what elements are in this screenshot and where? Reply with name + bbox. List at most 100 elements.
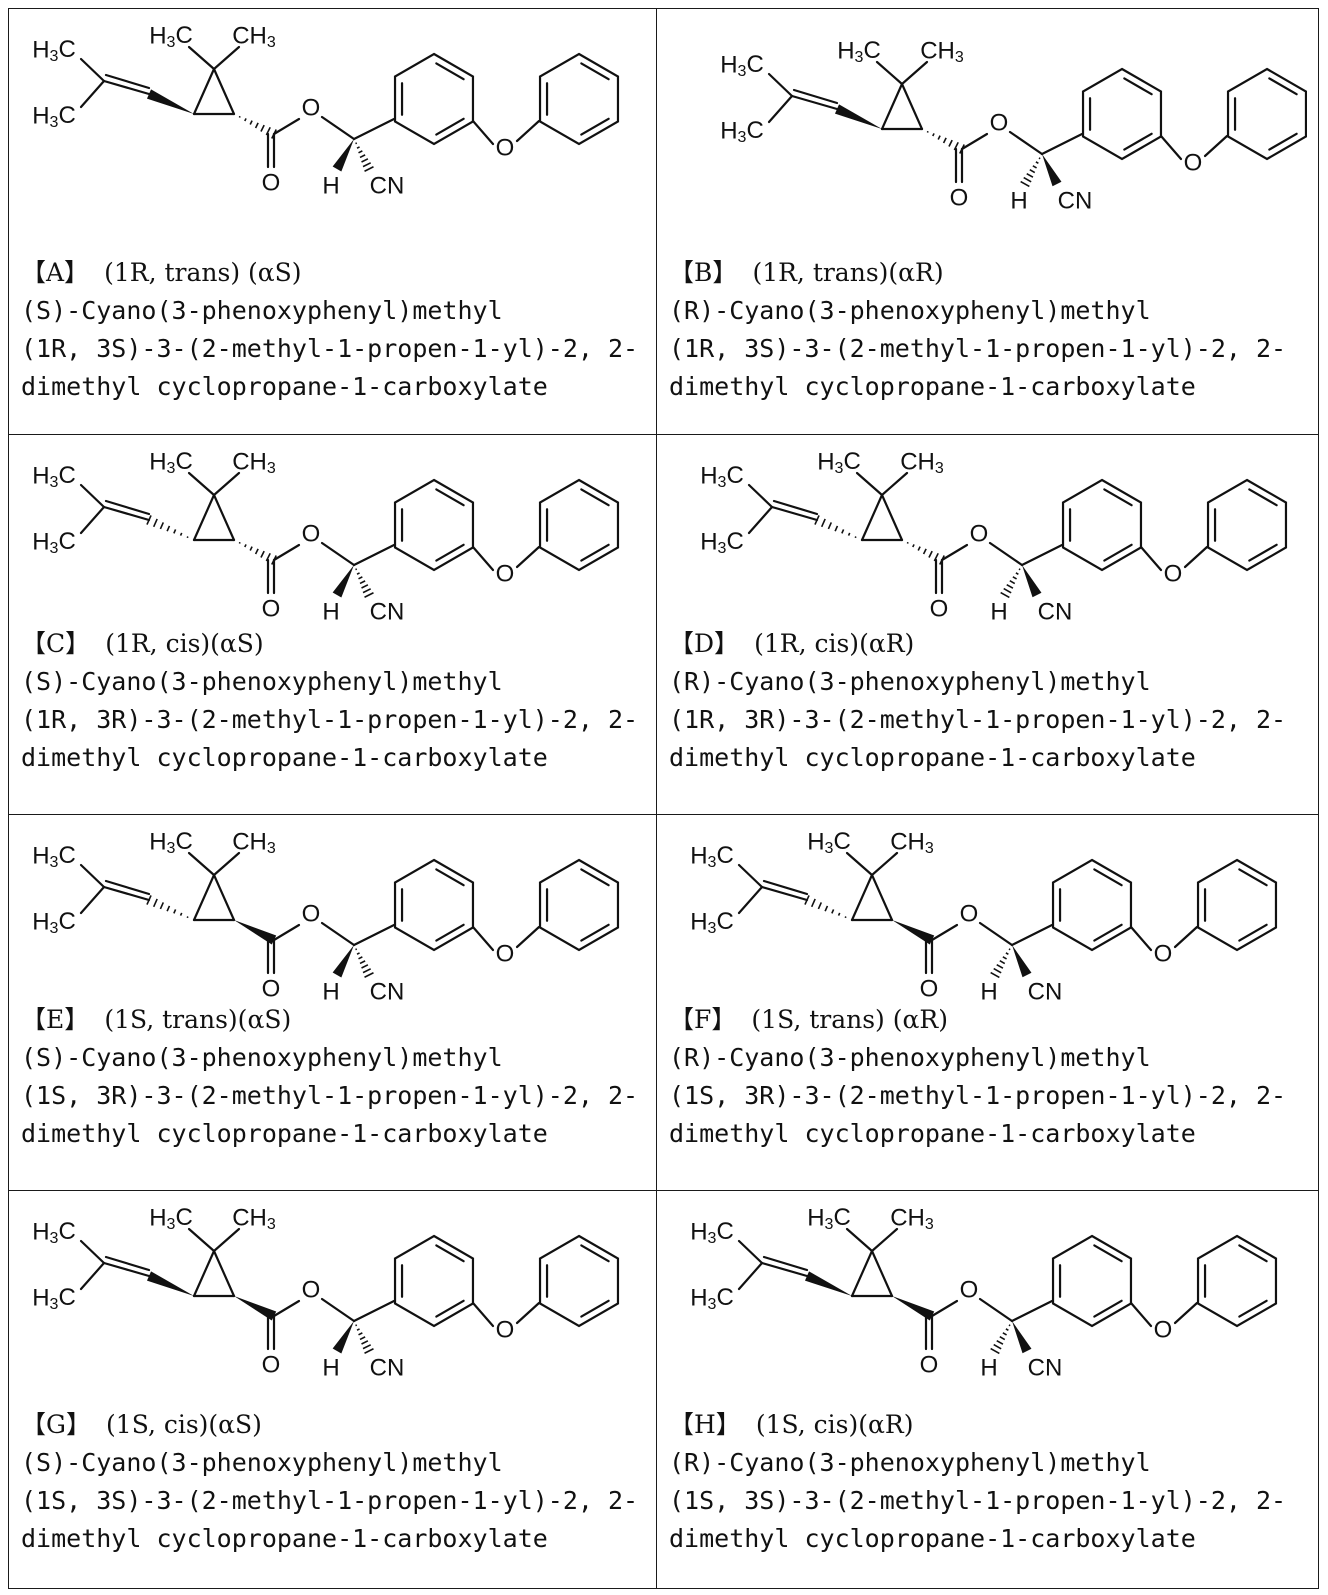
ether-oxygen-label: O bbox=[1184, 149, 1203, 176]
aromatic-double-bond bbox=[580, 117, 610, 136]
aromatic-double-bond bbox=[1093, 1299, 1123, 1318]
ether-oxygen-label: O bbox=[1154, 1316, 1173, 1343]
alpha-hydrogen-label: H bbox=[322, 978, 339, 1005]
bond bbox=[767, 94, 794, 124]
bond bbox=[790, 94, 839, 111]
acid-name-e: (1S, 3R)-3-(2-methyl-1-propen-1-yl)-2, 2… bbox=[21, 1081, 639, 1110]
methyl-label: H3C bbox=[32, 1284, 76, 1313]
ether-oxygen-label: O bbox=[496, 134, 515, 161]
ester-oxygen-label: O bbox=[960, 1276, 979, 1303]
methyl-label: H3C bbox=[32, 1218, 76, 1247]
wedge-bond bbox=[332, 1321, 354, 1354]
hash-bond bbox=[990, 1324, 1011, 1355]
bond bbox=[988, 541, 1024, 567]
acid-name-c: (1R, 3R)-3-(2-methyl-1-propen-1-yl)-2, 2… bbox=[21, 705, 639, 734]
bond bbox=[272, 543, 301, 562]
acid-name-cont-e: dimethyl cyclopropane-1-carboxylate bbox=[21, 1119, 548, 1148]
bond bbox=[760, 1261, 809, 1278]
aromatic-double-bond bbox=[1238, 868, 1268, 887]
bond bbox=[900, 60, 929, 86]
methyl-label: CH3 bbox=[900, 448, 944, 477]
wedge-bond bbox=[234, 920, 277, 945]
acid-name-cont-c: dimethyl cyclopropane-1-carboxylate bbox=[21, 743, 548, 772]
bond bbox=[471, 545, 495, 572]
bond bbox=[79, 1239, 106, 1265]
methyl-label: CH3 bbox=[890, 1204, 934, 1233]
bond bbox=[845, 851, 874, 877]
bond bbox=[855, 471, 884, 497]
bond bbox=[79, 1261, 106, 1291]
ester-oxygen-label: O bbox=[302, 94, 321, 121]
ester-name-a: (S)-Cyano(3-phenoxyphenyl)methyl bbox=[21, 296, 503, 325]
aromatic-double-bond bbox=[1248, 543, 1278, 562]
config-label-b: 【B】 (1R, trans)(αR) bbox=[669, 258, 944, 287]
alkene-double-bond bbox=[104, 73, 151, 90]
bond bbox=[737, 863, 764, 889]
bond bbox=[747, 505, 774, 535]
bond bbox=[880, 471, 909, 497]
hash-bond bbox=[926, 130, 965, 154]
caption-e: 【E】 (1S, trans)(αS) (S)-Cyano(3-phenoxyp… bbox=[21, 1001, 652, 1153]
nitrile-label: CN bbox=[370, 598, 405, 625]
nitrile-label: CN bbox=[1028, 978, 1063, 1005]
hash-bond bbox=[1000, 568, 1021, 599]
aromatic-double-bond bbox=[435, 923, 465, 942]
bond bbox=[870, 1227, 899, 1253]
hash-bond bbox=[355, 1324, 374, 1354]
bond bbox=[272, 923, 301, 942]
bond bbox=[515, 545, 541, 569]
bond bbox=[880, 493, 904, 542]
methyl-label: H3C bbox=[690, 1218, 734, 1247]
alkene-double-bond bbox=[772, 499, 819, 516]
bond bbox=[1020, 543, 1064, 567]
methyl-label: H3C bbox=[817, 448, 861, 477]
methyl-label: H3C bbox=[700, 462, 744, 491]
ester-oxygen-label: O bbox=[960, 900, 979, 927]
aromatic-double-bond bbox=[1093, 1244, 1123, 1263]
bond bbox=[1129, 925, 1153, 952]
acid-name-d: (1R, 3R)-3-(2-methyl-1-propen-1-yl)-2, 2… bbox=[669, 705, 1287, 734]
aromatic-double-bond bbox=[435, 117, 465, 136]
hash-bond bbox=[814, 515, 857, 539]
acid-name-cont-b: dimethyl cyclopropane-1-carboxylate bbox=[669, 372, 1196, 401]
bond bbox=[870, 1249, 894, 1298]
phenoxy-ring bbox=[1051, 858, 1133, 952]
ester-name-g: (S)-Cyano(3-phenoxyphenyl)methyl bbox=[21, 1448, 503, 1477]
methyl-label: H3C bbox=[32, 528, 76, 557]
aromatic-double-bond bbox=[1103, 543, 1133, 562]
phenoxy-ring bbox=[1051, 1234, 1133, 1328]
carbonyl-oxygen-label: O bbox=[262, 975, 281, 1002]
nitrile-label: CN bbox=[370, 172, 405, 199]
bond bbox=[770, 505, 819, 522]
bond bbox=[1173, 925, 1199, 949]
bond bbox=[187, 471, 216, 497]
bond bbox=[471, 119, 495, 146]
bond bbox=[320, 921, 356, 947]
ester-name-f: (R)-Cyano(3-phenoxyphenyl)methyl bbox=[669, 1043, 1151, 1072]
aromatic-double-bond bbox=[1238, 1244, 1268, 1263]
bond bbox=[192, 493, 216, 542]
bond bbox=[212, 851, 241, 877]
bond bbox=[960, 132, 989, 151]
alpha-hydrogen-label: H bbox=[980, 1354, 997, 1381]
bond bbox=[930, 1299, 959, 1318]
acid-name-h: (1S, 3S)-3-(2-methyl-1-propen-1-yl)-2, 2… bbox=[669, 1486, 1287, 1515]
hash-bond bbox=[355, 948, 374, 978]
bond bbox=[352, 1299, 396, 1323]
bond bbox=[187, 45, 216, 71]
wedge-bond bbox=[234, 1296, 277, 1321]
bond bbox=[1139, 545, 1163, 572]
methyl-label: H3C bbox=[149, 1204, 193, 1233]
caption-f: 【F】 (1S, trans) (αR) (R)-Cyano(3-phenoxy… bbox=[669, 1001, 1314, 1153]
hash-bond bbox=[906, 541, 945, 565]
config-label-c: 【C】 (1R, cis)(αS) bbox=[21, 629, 264, 658]
bond bbox=[1159, 134, 1183, 161]
caption-a: 【A】 (1R, trans) (αS) (S)-Cyano(3-phenoxy… bbox=[21, 254, 652, 406]
aromatic-double-bond bbox=[1093, 868, 1123, 887]
ester-oxygen-label: O bbox=[302, 1276, 321, 1303]
wedge-bond bbox=[332, 139, 354, 172]
hash-bond bbox=[355, 568, 374, 598]
